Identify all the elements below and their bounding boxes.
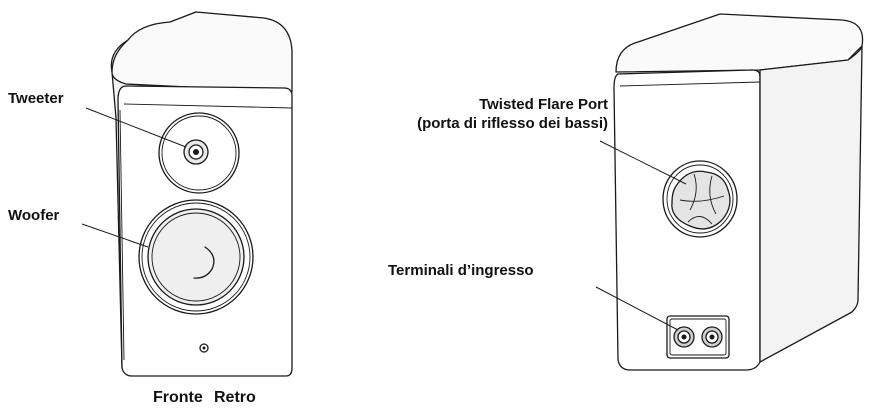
- woofer-label: Woofer: [8, 207, 60, 224]
- terminal-left-icon: [673, 326, 695, 348]
- port-label-line1: Twisted Flare Port: [479, 96, 608, 113]
- tweeter-label: Tweeter: [8, 90, 64, 107]
- input-terminals: [666, 315, 730, 359]
- front-speaker-side-edge: [119, 109, 125, 361]
- rear-speaker-side-panel: [759, 45, 863, 363]
- woofer-driver: [138, 199, 254, 315]
- rear-speaker: [613, 13, 864, 371]
- front-speaker-top-edge: [123, 103, 293, 109]
- port-leader-line: [599, 140, 687, 185]
- front-logo-icon: [199, 343, 209, 353]
- twisted-flare-port: [662, 160, 738, 238]
- tweeter-driver: [158, 112, 240, 194]
- rear-speaker-top-edge: [619, 81, 761, 87]
- front-speaker: [110, 11, 293, 377]
- caption-back: Retro: [214, 389, 256, 406]
- terminal-right-icon: [701, 326, 723, 348]
- port-label-line2: (porta di riflesso dei bassi): [417, 115, 608, 132]
- caption-front: Fronte: [153, 389, 203, 406]
- terminals-label: Terminali d’ingresso: [388, 262, 534, 279]
- woofer-leader-line: [81, 223, 149, 248]
- tweeter-leader-line: [85, 107, 187, 148]
- terminals-leader-line: [595, 286, 679, 331]
- rear-speaker-top-panel: [615, 13, 864, 73]
- front-speaker-top-panel: [111, 11, 293, 93]
